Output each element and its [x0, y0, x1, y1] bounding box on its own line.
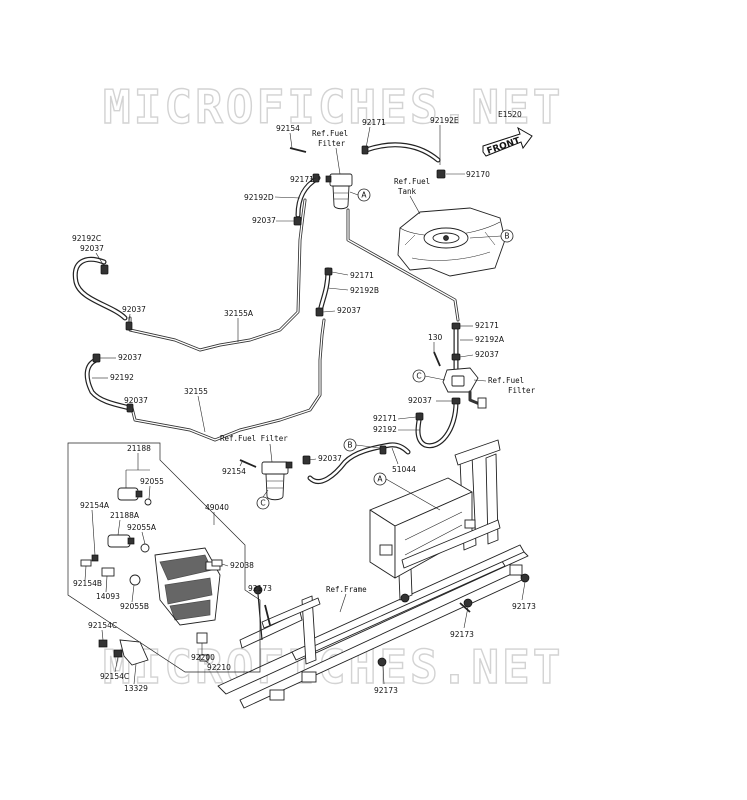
label-92055A: 92055A: [127, 523, 157, 532]
label-92037-r: 92037: [475, 350, 499, 359]
label-92154-ff: 92154: [222, 467, 246, 476]
callout-a-frame-letter: A: [377, 475, 383, 484]
callout-c-left: C: [256, 489, 270, 510]
label-92037-ff: 92037: [318, 454, 342, 463]
label-92154A: 92154A: [80, 501, 110, 510]
fuel-pipe-tank: [346, 208, 460, 322]
ref-fuel-tank-2: Tank: [398, 187, 417, 196]
label-92173-b: 92173: [512, 602, 536, 611]
callout-a-top-letter: A: [361, 191, 367, 200]
vehicle-frame: [217, 439, 530, 709]
label-32155A: 32155A: [224, 309, 254, 318]
label-21188: 21188: [127, 444, 151, 453]
label-92038: 92038: [230, 561, 254, 570]
callout-c-right: C: [412, 369, 446, 383]
label-92173-d: 92173: [374, 686, 398, 695]
hose-92192C: [72, 256, 128, 321]
label-92210: 92210: [207, 663, 231, 672]
label-92037-d: 92037: [252, 216, 276, 225]
label-92037-c: 92037: [80, 244, 104, 253]
label-92171-rf: 92171: [373, 414, 397, 423]
label-92055B: 92055B: [120, 602, 149, 611]
fuel-filter-right: [442, 367, 487, 409]
label-92055: 92055: [140, 477, 164, 486]
fuel-pipe-32155: [130, 318, 326, 442]
label-13329: 13329: [124, 684, 148, 693]
ref-fuel-filter-top-1: Ref.Fuel: [312, 129, 348, 138]
label-92037-b: 92037: [337, 306, 361, 315]
label-92154-top: 92154: [276, 124, 300, 133]
label-92037-l2: 92037: [118, 353, 142, 362]
callout-c-left-letter: C: [260, 499, 265, 508]
hose-51044: [307, 442, 411, 485]
callout-a-frame: A: [373, 472, 441, 511]
label-92171-mid: 92171: [290, 175, 314, 184]
label-92154C-2: 92154C: [100, 672, 129, 681]
label-92171-r: 92171: [475, 321, 499, 330]
ref-frame: Ref.Frame: [326, 585, 367, 594]
fuel-tank: [397, 207, 506, 277]
label-92037-rf: 92037: [408, 396, 432, 405]
label-92037-l3: 92037: [124, 396, 148, 405]
hose-92192: [84, 357, 133, 411]
label-92173-c: 92173: [450, 630, 474, 639]
label-21188A: 21188A: [110, 511, 140, 520]
label-92192B: 92192B: [350, 286, 379, 295]
watermark-top: MICROFICHES.NET: [103, 80, 563, 134]
label-49040: 49040: [205, 503, 229, 512]
callout-b-top-letter: B: [504, 232, 509, 241]
label-92173-a: 92173: [248, 584, 272, 593]
label-92170: 92170: [466, 170, 490, 179]
label-92192A: 92192A: [475, 335, 505, 344]
hose-92192E: [363, 142, 441, 163]
label-92192: 92192: [110, 373, 134, 382]
label-32155: 32155: [184, 387, 208, 396]
hose-92192B: [317, 267, 331, 315]
ref-fuel-tank-1: Ref.Fuel: [394, 177, 430, 186]
hose-clamps: [92, 145, 461, 465]
callout-a-top: A: [349, 188, 371, 202]
label-92192-rf: 92192: [373, 425, 397, 434]
fuel-filter-top: [325, 173, 353, 210]
label-92200: 92200: [191, 653, 215, 662]
hose-92192-right: [415, 399, 459, 449]
ref-fuel-filter-left: Ref.Fuel Filter: [220, 434, 288, 443]
callout-c-right-letter: C: [416, 372, 421, 381]
label-92171-b: 92171: [350, 271, 374, 280]
bolts: [239, 147, 471, 626]
callout-b-mid: B: [343, 438, 381, 452]
ref-fuel-filter-right-1: Ref.Fuel: [488, 376, 524, 385]
label-92171-top: 92171: [362, 118, 386, 127]
callout-b-top: B: [469, 229, 514, 243]
label-51044: 51044: [392, 465, 416, 474]
figure-code: E1520: [498, 110, 522, 119]
label-130: 130: [428, 333, 443, 342]
label-92192D: 92192D: [244, 193, 274, 202]
label-92192E: 92192E: [430, 116, 459, 125]
label-14093: 14093: [96, 592, 120, 601]
injection-pump-inset: [67, 442, 261, 673]
label-92154B: 92154B: [73, 579, 102, 588]
label-92192C: 92192C: [72, 234, 101, 243]
ref-fuel-filter-top-2: Filter: [318, 139, 346, 148]
label-92037-l1: 92037: [122, 305, 146, 314]
callout-b-mid-letter: B: [347, 441, 352, 450]
label-92154C-1: 92154C: [88, 621, 117, 630]
fuel-filter-left: [261, 461, 293, 501]
fuel-pipe-32155A: [128, 198, 307, 352]
ref-fuel-filter-right-2: Filter: [508, 386, 536, 395]
